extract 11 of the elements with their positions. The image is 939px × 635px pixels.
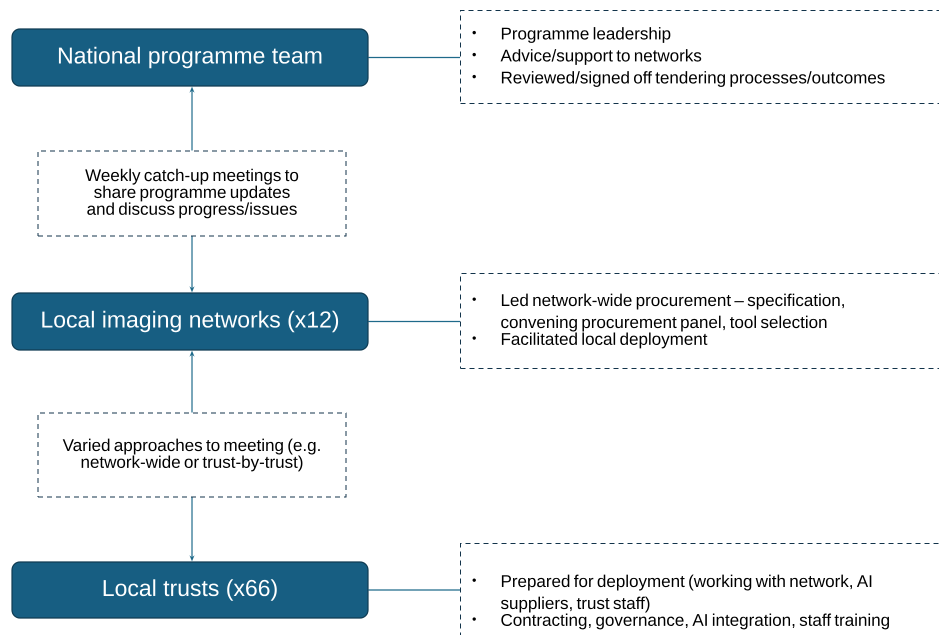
connector-line	[368, 320, 460, 322]
connector-line	[368, 56, 460, 58]
bullet-list-box: Led network-wide procurement – specification, convening procurement panel, tool selection Facilitated local deployment	[460, 273, 939, 369]
process-box: Local trusts (x66)	[11, 561, 369, 619]
connector-line	[368, 589, 460, 591]
note-box: Varied approaches to meeting (e.g. network-wide or trust-by-trust)	[38, 412, 346, 498]
process-box: Local imaging networks (x12)	[11, 292, 369, 351]
process-box: National programme team	[11, 28, 369, 87]
bullet-list-box: Prepared for deployment (working with network, AI suppliers, trust staff) Contracting, governance, AI integration, staff training	[460, 543, 939, 635]
bullet-list-box: Programme leadership Advice/support to networks Reviewed/signed off tendering processes/outcomes	[460, 10, 939, 104]
note-box: Weekly catch-up meetings to share programme updates and discuss progress/issues	[38, 150, 346, 236]
